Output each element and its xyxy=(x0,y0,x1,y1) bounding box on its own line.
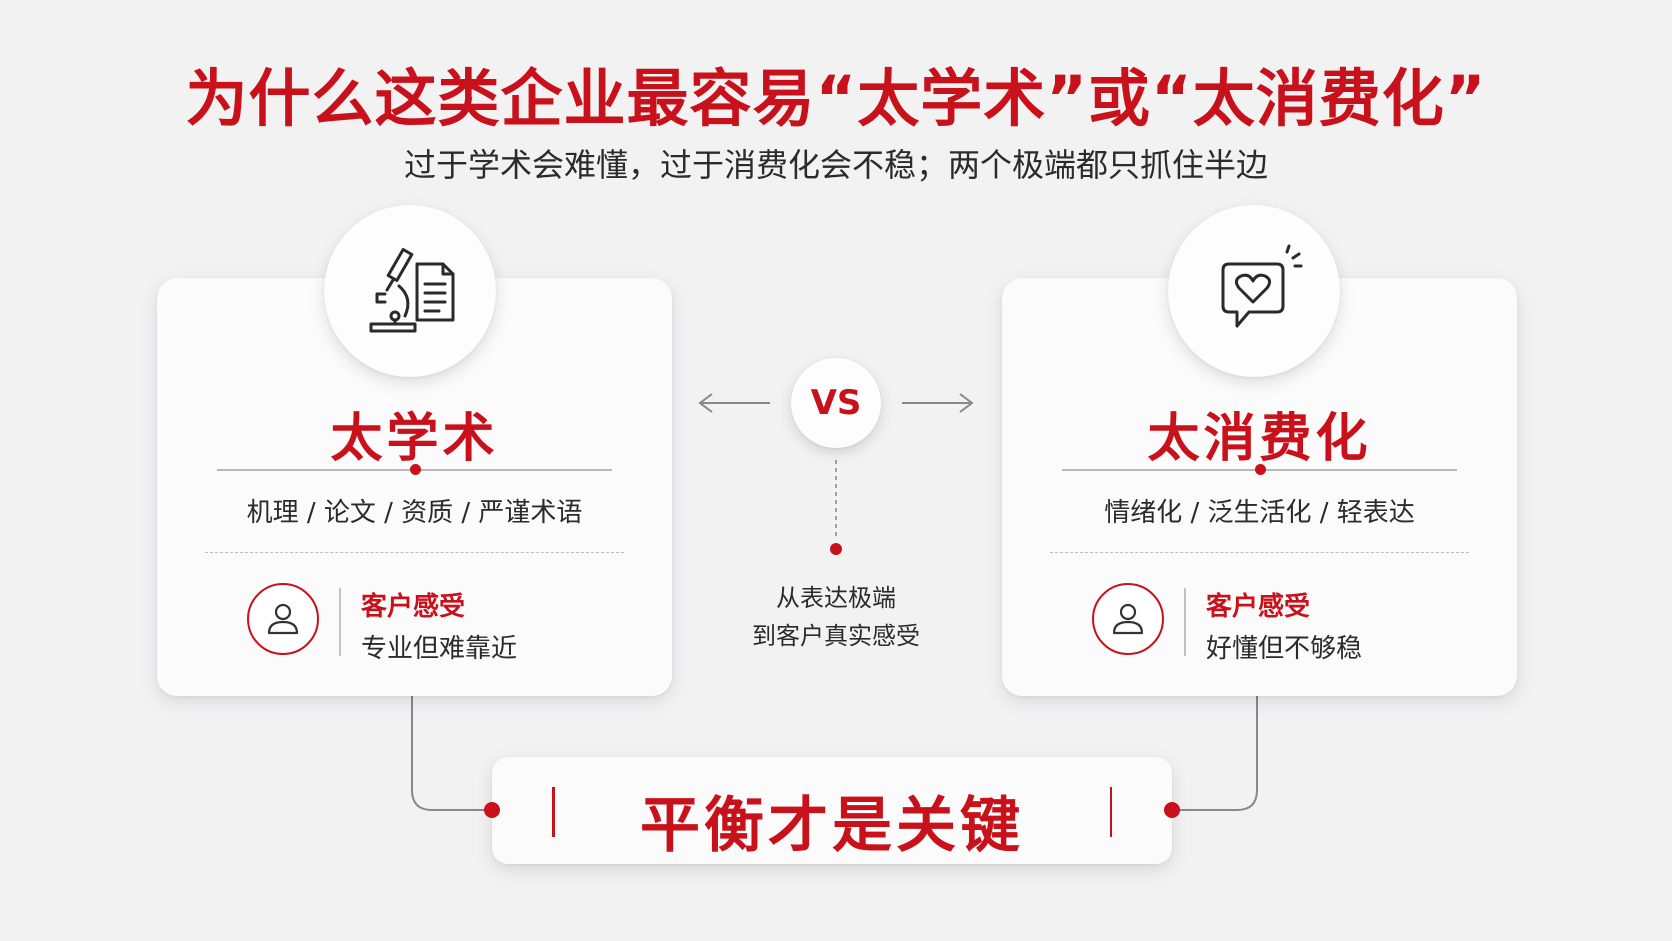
balance-text: 平衡才是关键 xyxy=(640,791,1024,861)
card-title: 太消费化 xyxy=(1147,409,1372,469)
card-title: 太学术 xyxy=(330,409,499,469)
accent-tick xyxy=(1109,787,1112,837)
center-note-line1: 从表达极端 xyxy=(776,584,896,612)
feedback-separator xyxy=(339,588,341,656)
arrow-right xyxy=(902,393,974,413)
divider-dot xyxy=(1254,464,1266,475)
feedback-separator xyxy=(1184,588,1186,656)
card-too-academic: 太学术 机理 / 论文 / 资质 / 严谨术语 客户感受 专业但难靠近 xyxy=(157,278,672,696)
vs-dot xyxy=(830,543,842,555)
balance-box: 平衡才是关键 xyxy=(492,757,1172,864)
feedback-label: 客户感受 xyxy=(361,592,466,622)
dashed-divider xyxy=(205,552,624,553)
center-note-line2: 到客户真实感受 xyxy=(752,622,920,650)
user-icon xyxy=(247,583,319,655)
right-connector xyxy=(1174,696,1258,811)
keywords: 机理 / 论文 / 资质 / 严谨术语 xyxy=(246,498,583,528)
feedback-label: 客户感受 xyxy=(1206,592,1311,622)
microscope-document-icon xyxy=(324,205,496,377)
keywords: 情绪化 / 泛生活化 / 轻表达 xyxy=(1104,498,1415,528)
feedback-text: 专业但难靠近 xyxy=(361,634,518,664)
dashed-divider xyxy=(1050,552,1469,553)
arrow-left xyxy=(698,393,770,413)
feedback-text: 好懂但不够稳 xyxy=(1206,634,1363,664)
divider-dot xyxy=(409,464,421,475)
page-title: 为什么这类企业最容易“太学术”或“太消费化” xyxy=(185,62,1487,135)
page-subtitle: 过于学术会难懂，过于消费化会不稳；两个极端都只抓住半边 xyxy=(403,146,1268,184)
accent-tick xyxy=(552,787,555,837)
left-connector xyxy=(411,696,490,811)
user-icon xyxy=(1092,583,1164,655)
vs-badge: VS xyxy=(791,358,881,448)
heart-chat-bubble-icon xyxy=(1168,205,1340,377)
